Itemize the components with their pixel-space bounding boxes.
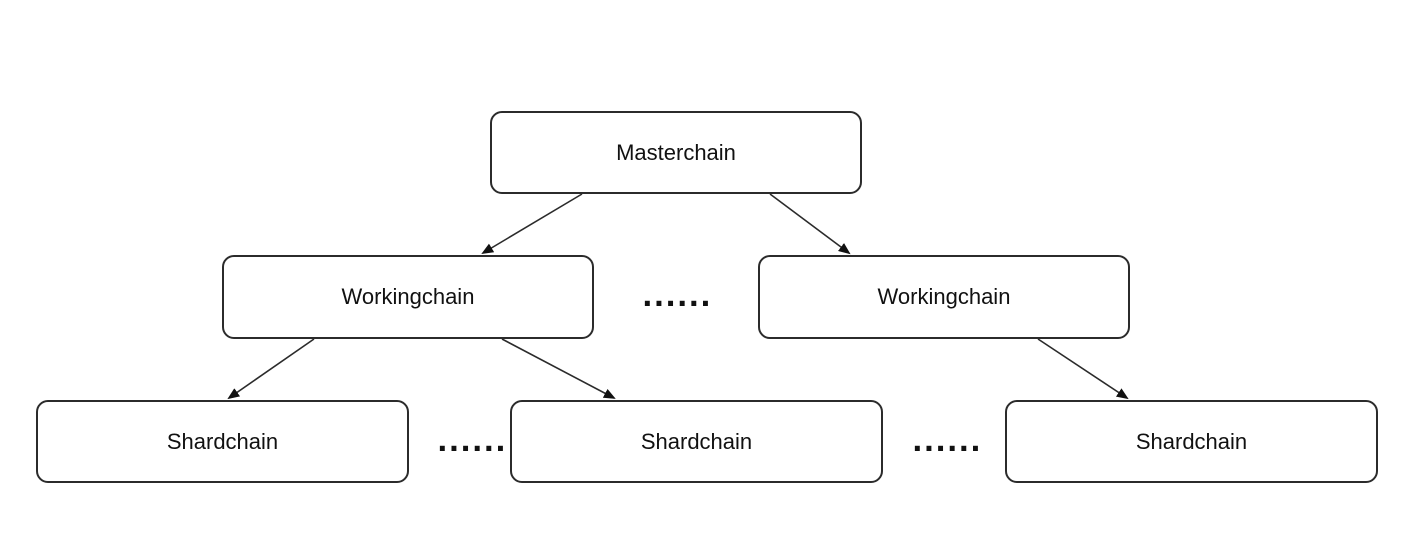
- workingchain-label: Workingchain: [341, 284, 475, 309]
- edge-master-to-working-left: [481, 193, 583, 255]
- ellipsis-shards-left: ......: [437, 425, 507, 458]
- shardchain-node-middle: Shardchain: [510, 400, 883, 483]
- shardchain-label: Shardchain: [640, 428, 753, 454]
- shardchain-node-right: Shardchain: [1005, 400, 1378, 483]
- ellipsis-shards-right: ......: [912, 425, 982, 458]
- edge-master-to-working-right: [769, 193, 851, 255]
- masterchain-node: Masterchain: [490, 111, 862, 194]
- shardchain-label: Shardchain: [166, 428, 279, 454]
- edge-working-left-to-shard-left: [227, 338, 315, 400]
- masterchain-label: Masterchain: [616, 139, 736, 165]
- edge-working-left-to-shard-middle: [501, 338, 616, 399]
- shardchain-label: Shardchain: [1135, 428, 1248, 454]
- workingchain-label: Workingchain: [877, 284, 1011, 309]
- workingchain-node-right: Workingchain: [758, 255, 1130, 339]
- ellipsis-working: ......: [642, 280, 712, 313]
- edge-working-right-to-shard-right: [1037, 338, 1129, 400]
- workingchain-node-left: Workingchain: [222, 255, 594, 339]
- shardchain-node-left: Shardchain: [36, 400, 409, 483]
